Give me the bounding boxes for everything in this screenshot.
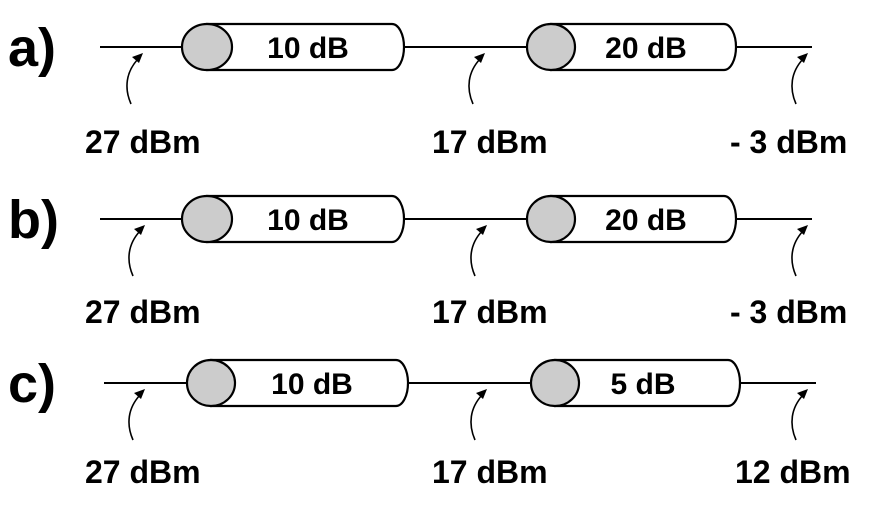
row-letter: a) <box>8 18 56 78</box>
pointer-arrow <box>468 53 485 105</box>
attenuator-body <box>553 358 742 408</box>
attenuator-label: 10 dB <box>267 204 349 237</box>
attenuator-label: 20 dB <box>605 32 687 65</box>
power-label: 12 dBm <box>735 454 851 490</box>
attenuator-2: 20 dB <box>525 194 738 244</box>
power-label: 17 dBm <box>432 124 548 160</box>
attenuator-1: 10 dB <box>180 194 406 244</box>
power-label: 17 dBm <box>432 454 548 490</box>
attenuator-face <box>180 22 234 72</box>
pointer-arrow <box>126 53 143 105</box>
attenuator-label: 10 dB <box>267 32 349 65</box>
row-letter: b) <box>8 190 59 250</box>
power-label: 27 dBm <box>85 124 201 160</box>
power-label: 27 dBm <box>85 454 201 490</box>
attenuator-label: 10 dB <box>271 368 353 401</box>
attenuator-body <box>205 22 406 72</box>
attenuator-label: 5 dB <box>610 368 675 401</box>
pointer-arrow <box>470 225 487 277</box>
row-letter: c) <box>8 354 56 414</box>
attenuator-face <box>185 358 237 408</box>
pointer-arrow <box>470 389 487 441</box>
power-label: - 3 dBm <box>730 294 847 330</box>
attenuator-2: 5 dB <box>529 358 742 408</box>
attenuator-face <box>180 194 234 244</box>
attenuator-body <box>209 358 410 408</box>
pointer-arrow <box>128 389 145 441</box>
attenuator-1: 10 dB <box>185 358 410 408</box>
attenuator-face <box>529 358 581 408</box>
row-a: a) 10 dB 20 dB 27 dBm 17 dBm - 3 dBm <box>8 18 847 160</box>
pointer-arrow <box>128 225 145 277</box>
pointer-arrow <box>791 53 808 105</box>
attenuator-2: 20 dB <box>525 22 738 72</box>
row-b: b) 10 dB 20 dB 27 dBm 17 dBm - 3 dBm <box>8 190 847 330</box>
power-label: - 3 dBm <box>730 124 847 160</box>
attenuator-label: 20 dB <box>605 204 687 237</box>
row-c: c) 10 dB 5 dB 27 dBm 17 dBm 12 dBm <box>8 354 851 490</box>
pointer-arrow <box>791 389 808 441</box>
power-label: 17 dBm <box>432 294 548 330</box>
attenuator-body <box>549 194 738 244</box>
attenuator-body <box>549 22 738 72</box>
attenuator-face <box>525 194 577 244</box>
attenuator-face <box>525 22 577 72</box>
pointer-arrow <box>791 225 808 277</box>
attenuator-body <box>205 194 406 244</box>
attenuator-1: 10 dB <box>180 22 406 72</box>
power-label: 27 dBm <box>85 294 201 330</box>
